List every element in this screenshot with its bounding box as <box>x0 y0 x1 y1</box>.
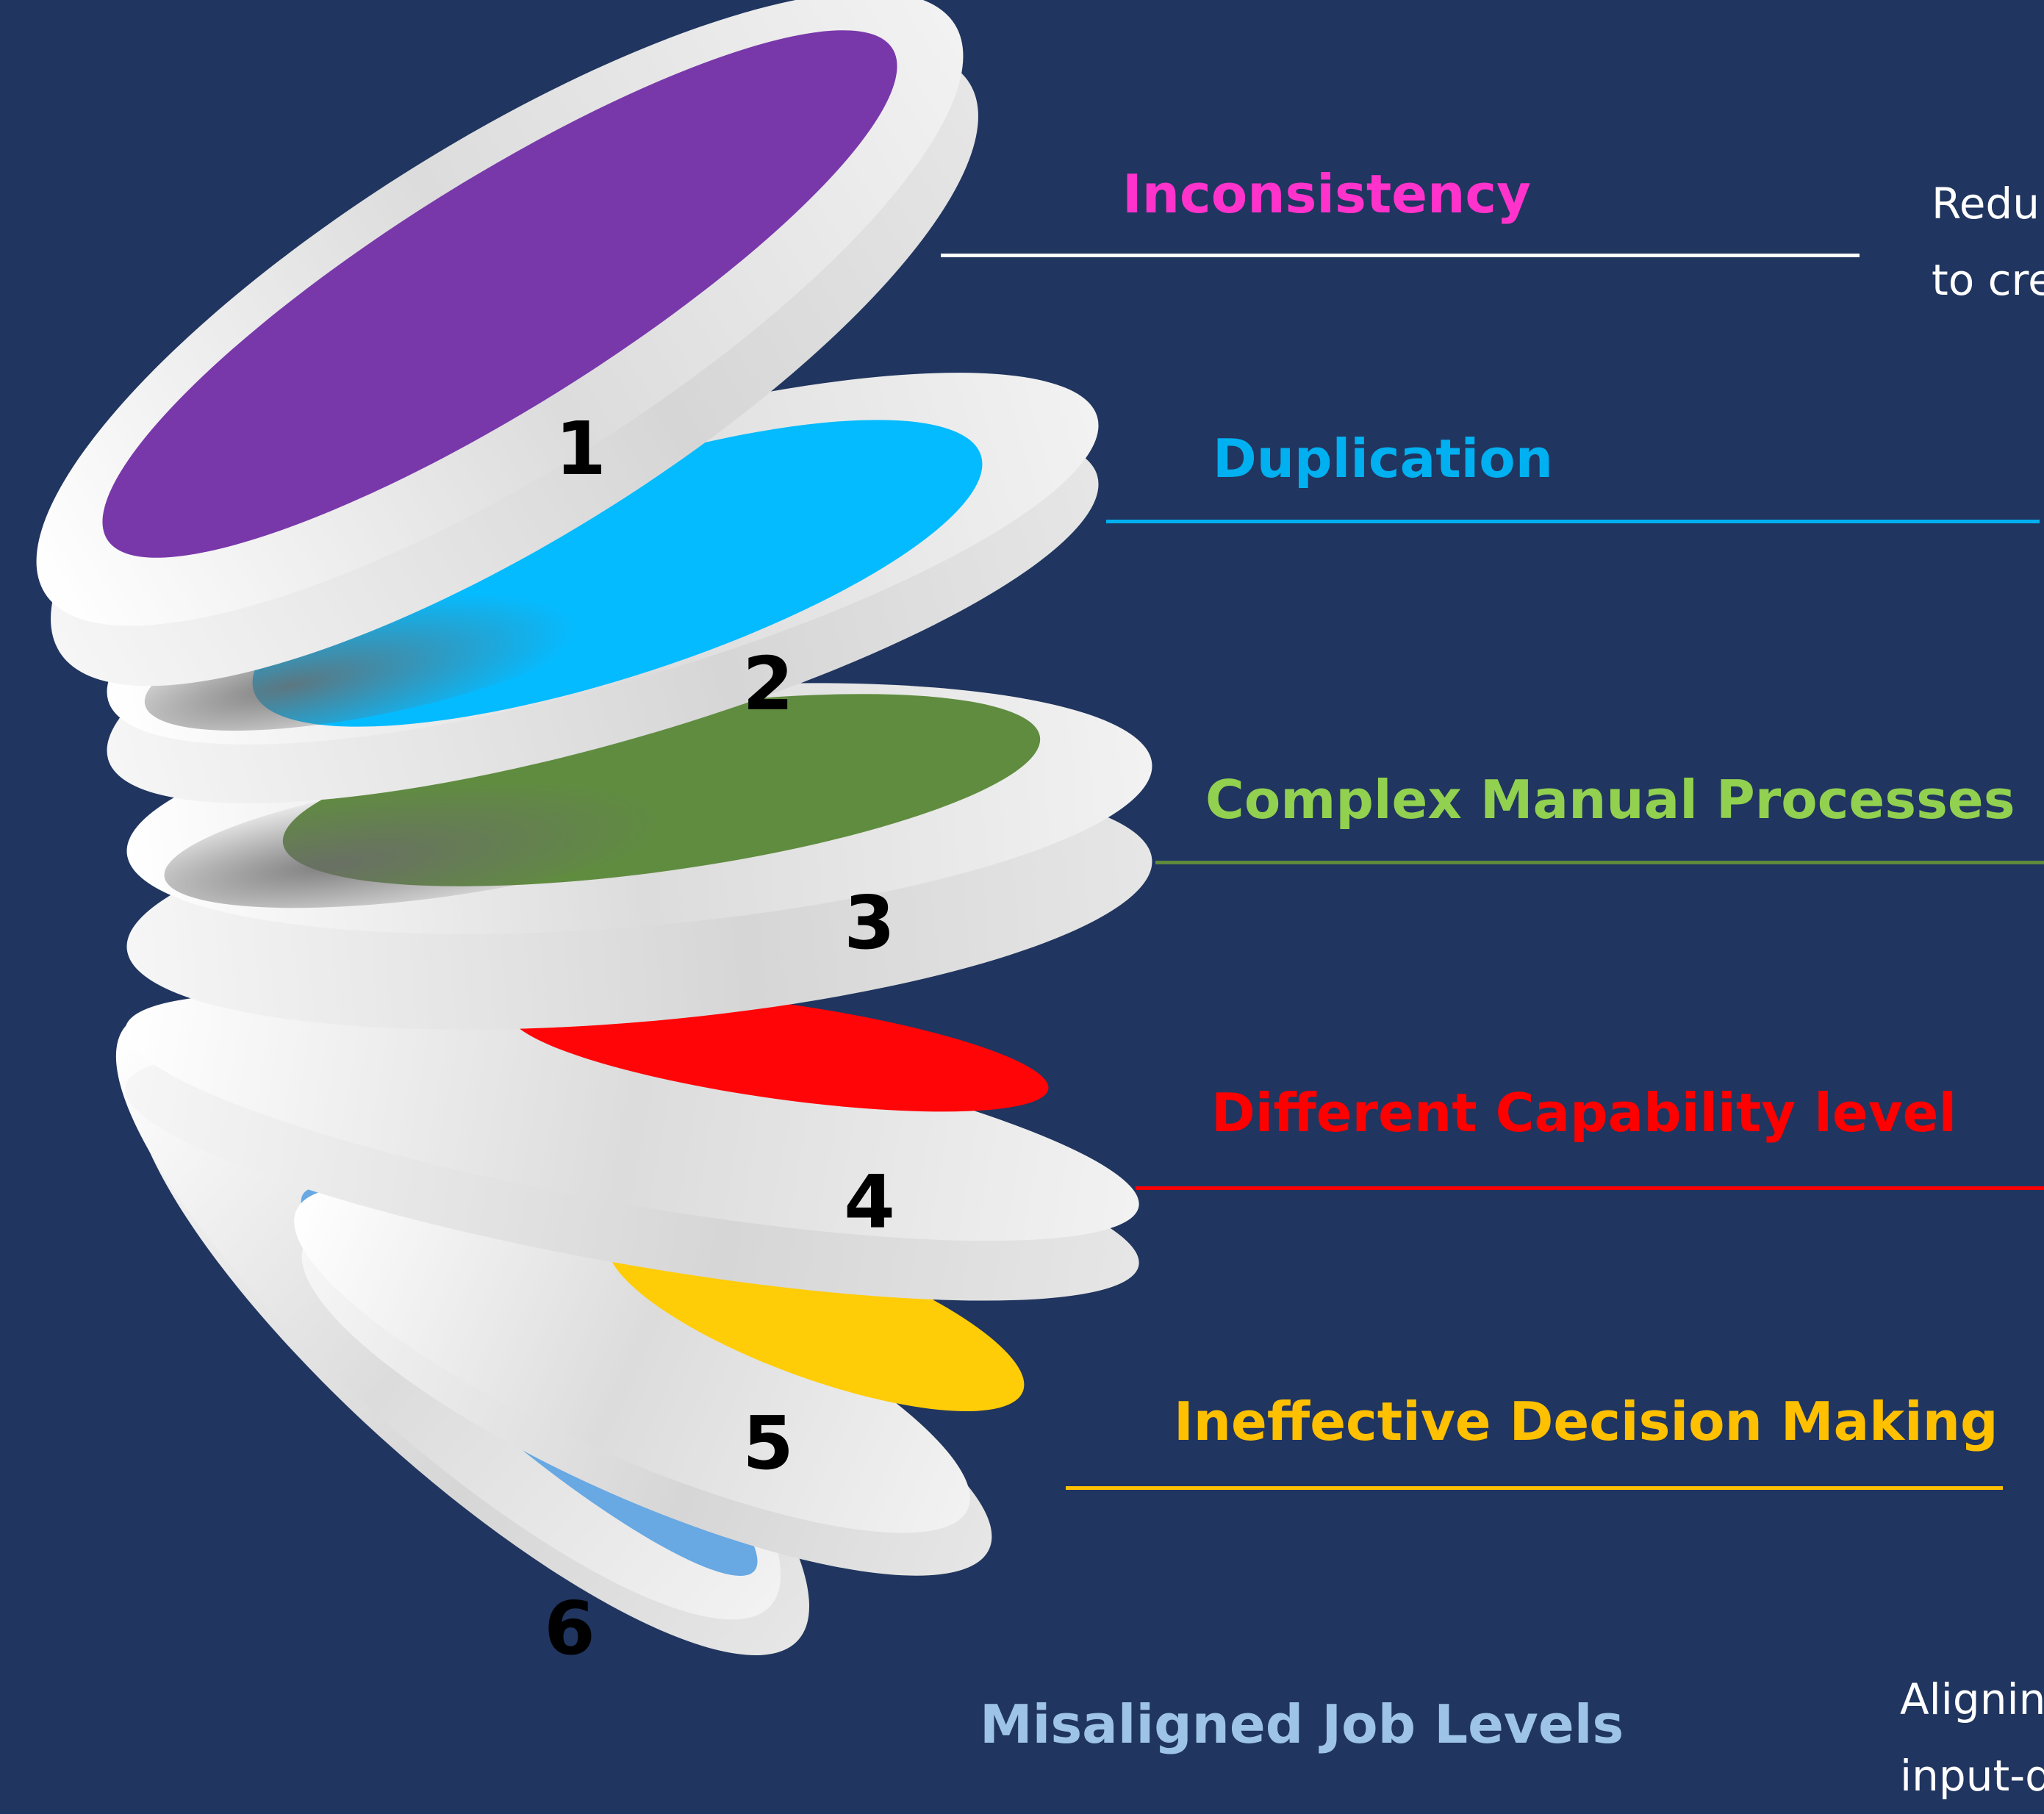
rule-1 <box>941 254 1860 257</box>
disc-1 <box>36 0 978 686</box>
label-misaligned-job-levels: Misaligned Job Levels <box>980 1693 1624 1755</box>
stacked-discs-graphic: 1 2 3 4 5 6 <box>36 0 1152 1671</box>
rule-5 <box>1066 1486 2003 1490</box>
label-different-capability-level: Different Capability level <box>1211 1082 1957 1144</box>
number-3: 3 <box>844 880 895 966</box>
description-top: Redu to cre <box>1932 165 2044 318</box>
disc-1-face <box>102 30 897 558</box>
number-2: 2 <box>742 641 794 727</box>
description-top-line-1: Redu <box>1932 179 2040 229</box>
number-4: 4 <box>844 1159 895 1245</box>
description-bottom-line-1: Alignin <box>1900 1674 2044 1724</box>
number-6: 6 <box>544 1585 595 1671</box>
description-top-line-2: to cre <box>1932 255 2044 305</box>
number-1: 1 <box>555 406 606 492</box>
rule-2 <box>1106 520 2040 523</box>
disc-2 <box>107 373 1099 803</box>
label-ineffective-decision-making: Ineffective Decision Making <box>1174 1391 1998 1452</box>
number-5: 5 <box>742 1400 794 1486</box>
rule-4 <box>1136 1186 2044 1190</box>
description-bottom-line-2: input-d <box>1900 1751 2044 1801</box>
label-inconsistency: Inconsistency <box>1122 163 1531 225</box>
label-duplication: Duplication <box>1213 428 1554 490</box>
label-complex-manual-processes: Complex Manual Processes <box>1205 769 2015 831</box>
description-bottom: Alignin input-d <box>1900 1661 2044 1814</box>
rule-3 <box>1155 861 2044 864</box>
